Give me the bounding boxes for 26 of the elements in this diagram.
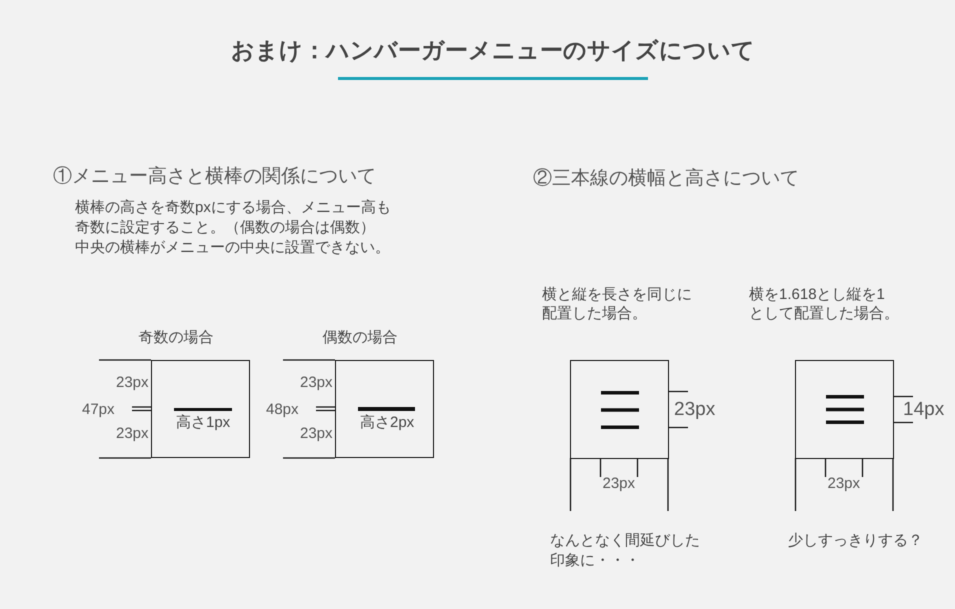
dimension-label: 23px (116, 373, 149, 393)
description-text: 横棒の高さを奇数pxにする場合、メニュー高も奇数に設定すること。（偶数の場合は偶数） (75, 198, 392, 238)
dimension-label: 14px (903, 401, 944, 419)
dimension-label: 23px (300, 373, 333, 393)
figure-caption: 奇数の場合 (138, 328, 214, 348)
description-text: 横と縦を長さを同じに配置した場合。 (542, 285, 692, 323)
figure-caption: 偶数の場合 (322, 328, 398, 348)
bar-height-label: 高さ1px (176, 413, 230, 433)
bar-height-label: 高さ2px (360, 413, 414, 433)
description-text: 横を1.618とし縦を1として配置した場合。 (749, 285, 900, 323)
note-text: 少しすっきりする？ (788, 531, 923, 551)
dimension-label: 23px (300, 424, 333, 444)
description-text: 中央の横棒がメニューの中央に設置できない。 (75, 238, 391, 258)
dimension-label: 23px (602, 475, 636, 493)
dimension-label: 23px (828, 475, 860, 493)
menu-frame (795, 360, 894, 459)
dimension-label: 48px (266, 400, 299, 420)
dimension-label: 23px (116, 424, 149, 444)
note-text: なんとなく間延びした印象に・・・ (550, 531, 700, 571)
page-title: おまけ：ハンバーガーメニューのサイズについて (231, 36, 755, 65)
dimension-label: 47px (82, 400, 115, 420)
section-heading: ②三本線の横幅と高さについて (533, 167, 799, 191)
section-heading: ①メニュー高さと横棒の関係について (53, 165, 376, 189)
menu-frame (570, 360, 669, 459)
menu-frame (335, 360, 434, 458)
menu-frame (151, 360, 250, 458)
